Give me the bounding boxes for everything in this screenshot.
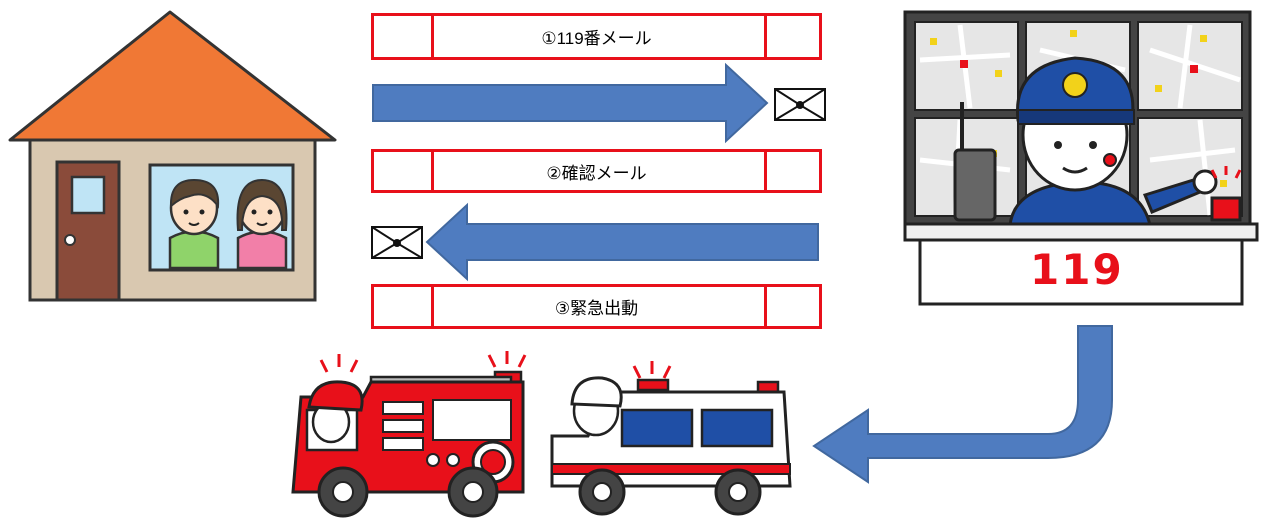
command-center-number: 119 — [1030, 245, 1124, 294]
step-label-3: ③緊急出動 — [554, 299, 639, 318]
step-label-2: ②確認メール — [546, 163, 647, 183]
step-label-1: ①119番メール — [541, 29, 652, 48]
envelope-icon — [371, 226, 423, 259]
house-door — [55, 160, 121, 302]
step-box-3: ③緊急出動 — [371, 284, 822, 329]
boy-hair — [169, 178, 220, 209]
step-box-1: ①119番メール — [371, 13, 822, 60]
radio — [953, 148, 997, 222]
step-box-2: ②確認メール — [371, 149, 822, 193]
fire-engine-illustration — [291, 351, 527, 518]
girl-hair — [236, 178, 288, 231]
house-illustration — [8, 10, 337, 302]
door-window — [70, 175, 106, 215]
ambulance-illustration — [550, 361, 792, 516]
door-knob — [64, 234, 76, 246]
command-center-illustration — [903, 10, 1259, 306]
envelope-icon — [774, 88, 826, 121]
